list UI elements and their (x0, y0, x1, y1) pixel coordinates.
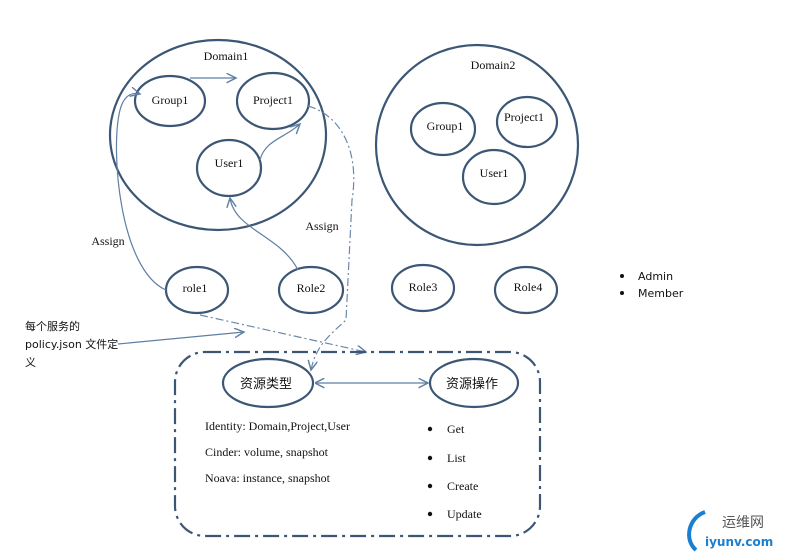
role-type-list: Admin Member (620, 270, 684, 300)
domain1-label: Domain1 (204, 49, 249, 63)
role-type: Member (638, 287, 684, 300)
resource-type-line: Cinder: volume, snapshot (205, 445, 329, 459)
assign-label: Assign (305, 219, 338, 233)
domain2-user1 (461, 148, 527, 206)
roles: role1 Role2 Role3 Role4 (164, 263, 559, 315)
bullet-icon (427, 483, 433, 489)
domain2-group-label: Group1 (427, 119, 464, 133)
domain1-group-label: Group1 (152, 93, 189, 107)
domain1-user1 (195, 138, 263, 198)
policy-note: 每个服务的 policy.json 文件定 义 (25, 319, 118, 369)
domain2-user-label: User1 (480, 166, 509, 180)
resource-type-node (221, 357, 315, 409)
domain2-project1 (495, 95, 559, 149)
role-node (277, 265, 345, 315)
policy-note-line: 义 (25, 356, 36, 369)
domain1-group1 (133, 74, 207, 128)
resource-box-border (173, 350, 542, 538)
bullet-icon (620, 274, 624, 278)
role1-to-resource-arrow (199, 314, 366, 352)
domain1-project-label: Project1 (253, 93, 293, 107)
action-item: Update (447, 507, 482, 521)
watermark: 运维网 iyunv.com (687, 510, 773, 552)
assign-arrow-role2-user1 (230, 198, 299, 271)
assign-arrow-role1-group1 (115, 93, 167, 291)
role-node (390, 263, 456, 313)
action-item: List (447, 451, 466, 465)
action-item: Get (447, 422, 465, 436)
domain2-label: Domain2 (471, 58, 516, 72)
watermark-en: iyunv.com (705, 535, 773, 549)
bullet-icon (427, 455, 433, 461)
domain2-circle (374, 43, 580, 247)
role-label: role1 (183, 281, 208, 295)
connectors: Assign Assign (91, 78, 428, 383)
domain1-user-label: User1 (215, 156, 244, 170)
resource-type-line: Noava: instance, snapshot (205, 471, 331, 485)
domain2-project-label: Project1 (504, 110, 544, 124)
domain1-circle (108, 38, 328, 232)
bullet-icon (427, 511, 433, 517)
resource-action-label: 资源操作 (446, 376, 498, 392)
watermark-cn: 运维网 (722, 515, 764, 531)
policy-note-line: 每个服务的 (25, 319, 80, 333)
role-label: Role3 (409, 280, 438, 294)
project-to-resource-arrow (308, 105, 355, 370)
assign-label: Assign (91, 234, 124, 248)
policy-note-arrow (117, 332, 244, 345)
domain2-group1 (409, 101, 477, 157)
role-label: Role2 (297, 281, 326, 295)
domain1: Domain1 Group1 Project1 User1 (108, 38, 328, 232)
domain2: Domain2 Group1 Project1 User1 (374, 43, 580, 247)
bullet-icon (620, 291, 624, 295)
role-label: Role4 (514, 280, 543, 294)
user-to-project-arrow (259, 124, 300, 161)
resource-type-label: 资源类型 (240, 377, 292, 392)
policy-note-line: policy.json 文件定 (25, 337, 118, 351)
resource-action-node (428, 357, 520, 409)
action-item: Create (447, 479, 478, 493)
resource-type-line: Identity: Domain,Project,User (205, 419, 350, 433)
resource-box: 资源类型 资源操作 Identity: Domain,Project,User … (173, 350, 542, 538)
domain1-project1 (235, 71, 311, 131)
role-type: Admin (638, 270, 673, 283)
watermark-logo-icon (687, 510, 706, 552)
bullet-icon (427, 426, 433, 432)
role-node (493, 265, 559, 315)
